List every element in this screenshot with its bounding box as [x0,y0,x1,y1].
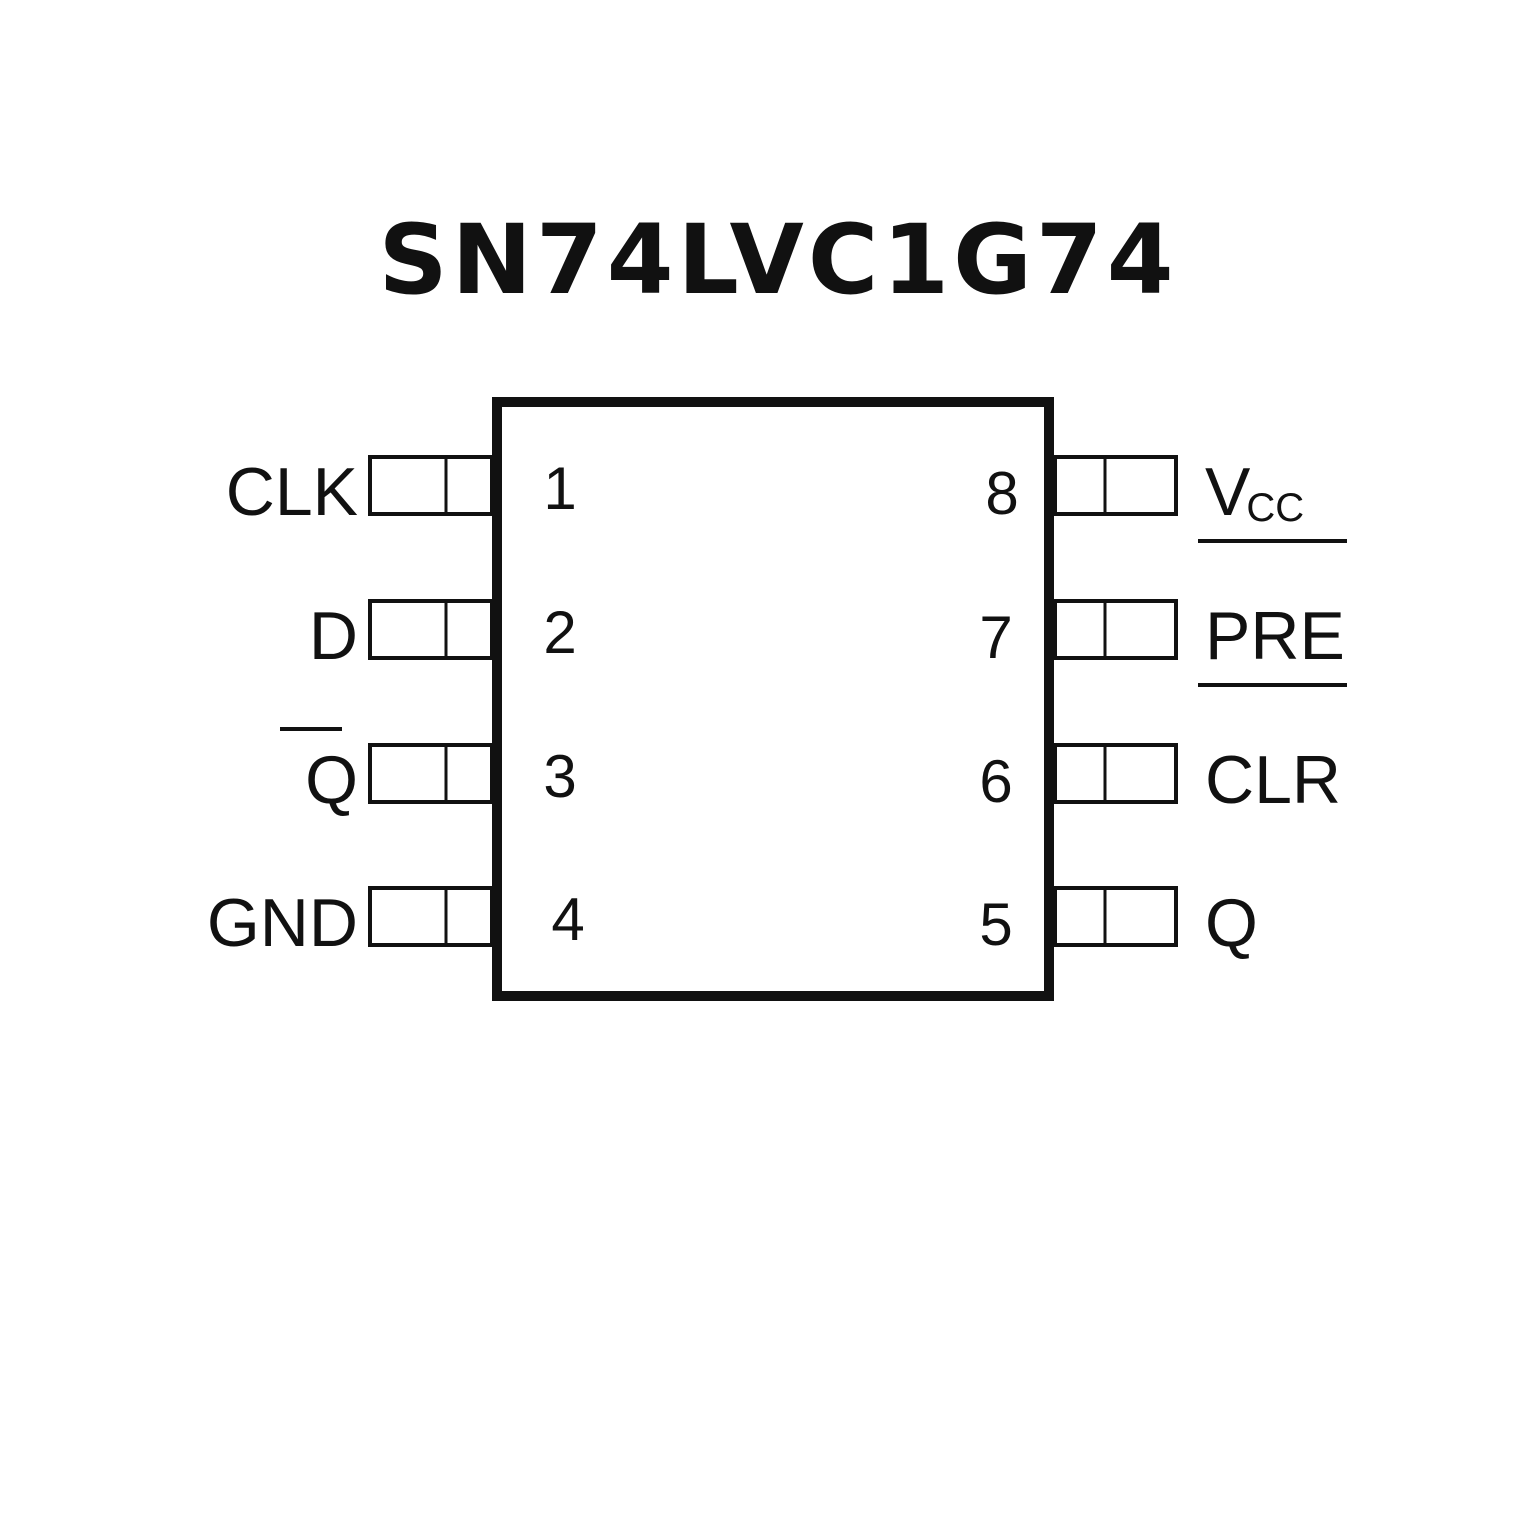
pin-label-subscript: CC [1246,486,1304,530]
pin-number: 7 [979,604,1012,671]
pin-number: 2 [543,599,576,666]
pin-label: Q [1205,885,1258,961]
pin-label: PRE [1205,598,1345,674]
pin-lead [1053,455,1178,516]
chip-title: SN74LVC1G74 [379,204,1178,316]
pin-8: 8 VCC [985,454,1304,530]
pin-4: GND 4 [207,885,585,961]
pin-label: GND [207,885,358,961]
pin-6: 6 CLR [979,683,1347,818]
pin-label-text: CLR [1205,742,1341,818]
pin-lead [368,743,494,804]
pin-label: CLK [226,454,358,530]
chip-body [492,397,1054,1001]
pin-lead [1053,599,1178,660]
pin-number: 1 [543,455,576,522]
pin-lead [1053,743,1178,804]
pin-label-text: PRE [1205,598,1345,674]
pin-number: 8 [985,460,1018,527]
pin-7: 7 PRE [979,539,1347,674]
pin-label-text: V [1205,454,1251,530]
pin-lead [368,599,494,660]
pin-label: D [309,598,358,674]
pin-label: CLR [1205,742,1341,818]
pin-number: 3 [543,743,576,810]
pin-lead [1053,886,1178,947]
pin-number: 5 [979,891,1012,958]
pin-number: 6 [979,748,1012,815]
pin-label: VCC [1205,454,1304,530]
pin-label: Q [305,742,358,818]
pin-number: 4 [551,886,584,953]
pin-label-text: Q [1205,885,1258,961]
pin-lead [368,886,494,947]
pin-lead [368,455,494,516]
pin-1: CLK 1 [226,454,577,530]
